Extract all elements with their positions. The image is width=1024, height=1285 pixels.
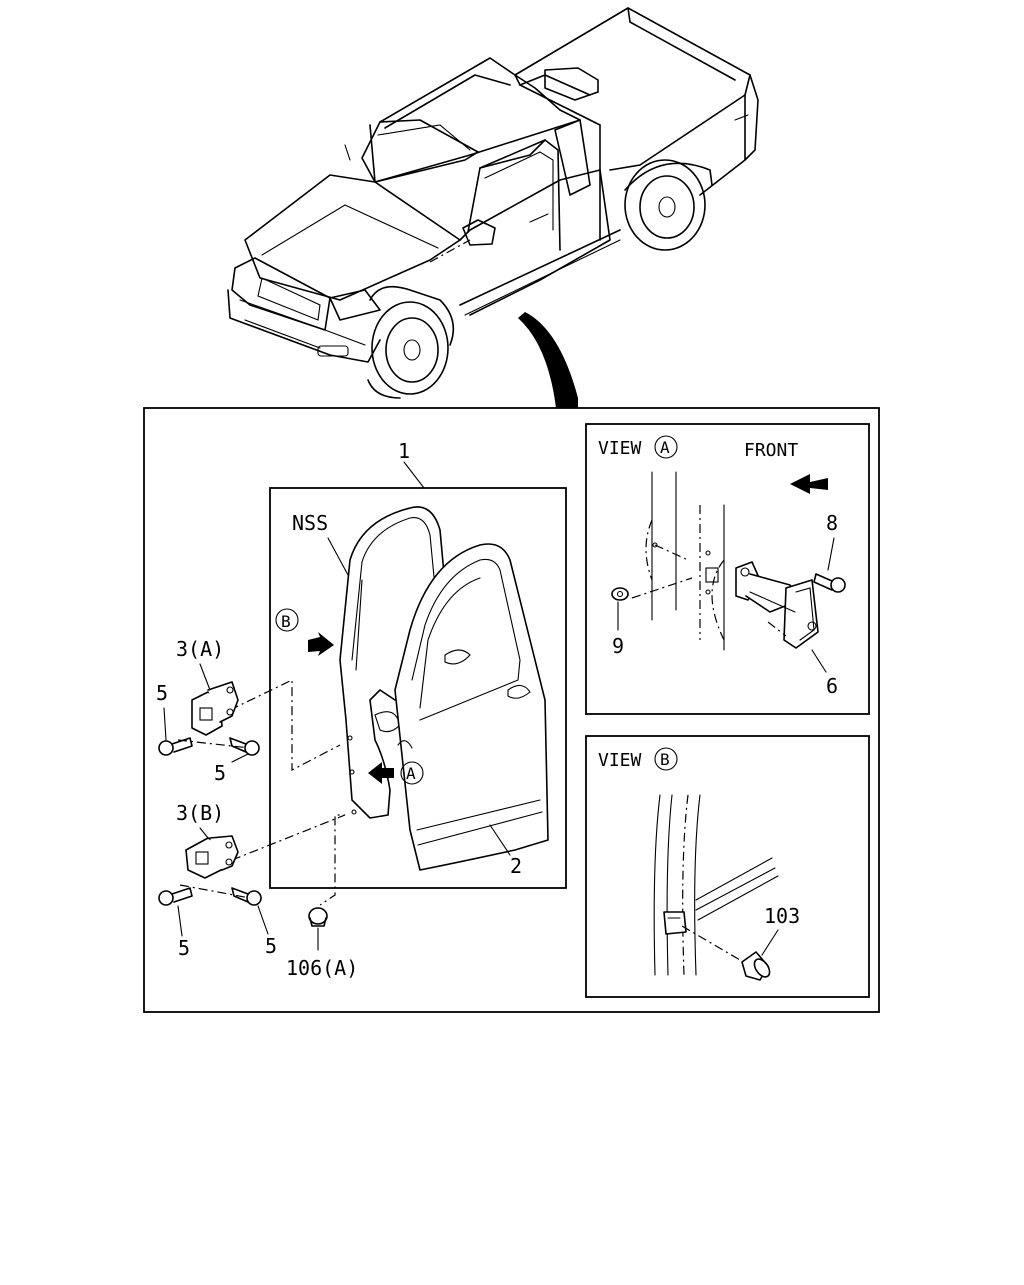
callout-bolt-4: 5: [265, 934, 277, 958]
view-marker-b: B: [281, 612, 291, 631]
view-a-nut: [611, 587, 629, 601]
bolt-lower-right: [231, 887, 262, 906]
door-inner-panel: [339, 506, 451, 819]
callout-bolt-1: 5: [156, 681, 168, 705]
door-bumper: [741, 951, 771, 981]
callout-view-a-checker: 6: [826, 674, 838, 698]
view-a-arrow: [368, 762, 394, 784]
callout-upper-hinge: 3(A): [176, 637, 224, 661]
view-a-bolt: [813, 573, 846, 593]
callout-door-panel: 2: [510, 854, 522, 878]
door-outer-panel: [394, 543, 549, 871]
detail-pointer-arrow: [518, 312, 578, 408]
bolt-upper-right: [229, 737, 260, 756]
bolt-upper-left: [158, 737, 193, 756]
door-checker: [735, 561, 819, 649]
front-direction-arrow: [790, 474, 828, 494]
callout-bolt-2: 5: [214, 761, 226, 785]
view-a-door-edge: [645, 471, 725, 651]
view-b-door-frame: [653, 794, 779, 976]
upper-hinge: [191, 681, 239, 736]
callout-view-a-bolt: 8: [826, 511, 838, 535]
view-a-front-label: FRONT: [744, 440, 798, 461]
plug-part: [308, 907, 328, 927]
view-a-letter: A: [660, 438, 670, 457]
callout-bolt-3: 5: [178, 936, 190, 960]
view-a-frame: [585, 423, 870, 715]
callout-plug: 106(A): [286, 956, 358, 980]
view-b-arrow: [308, 632, 334, 656]
view-a-label: VIEW: [598, 438, 642, 459]
callout-side-nss: NSS: [292, 511, 328, 535]
view-b-label: VIEW: [598, 750, 642, 771]
main-frame: [143, 407, 880, 1013]
bolt-lower-left: [158, 887, 193, 906]
door-assembly-frame: [269, 487, 567, 889]
view-marker-a: A: [406, 764, 416, 783]
callout-view-a-nut: 9: [612, 634, 624, 658]
callout-door-assembly: 1: [398, 439, 410, 463]
view-b-letter: B: [660, 750, 670, 769]
callout-lower-hinge: 3(B): [176, 801, 224, 825]
callout-view-b-bumper: 103: [764, 904, 800, 928]
view-b-frame: [585, 735, 870, 998]
lower-hinge: [185, 835, 239, 879]
pickup-truck-illustration: [227, 7, 759, 399]
